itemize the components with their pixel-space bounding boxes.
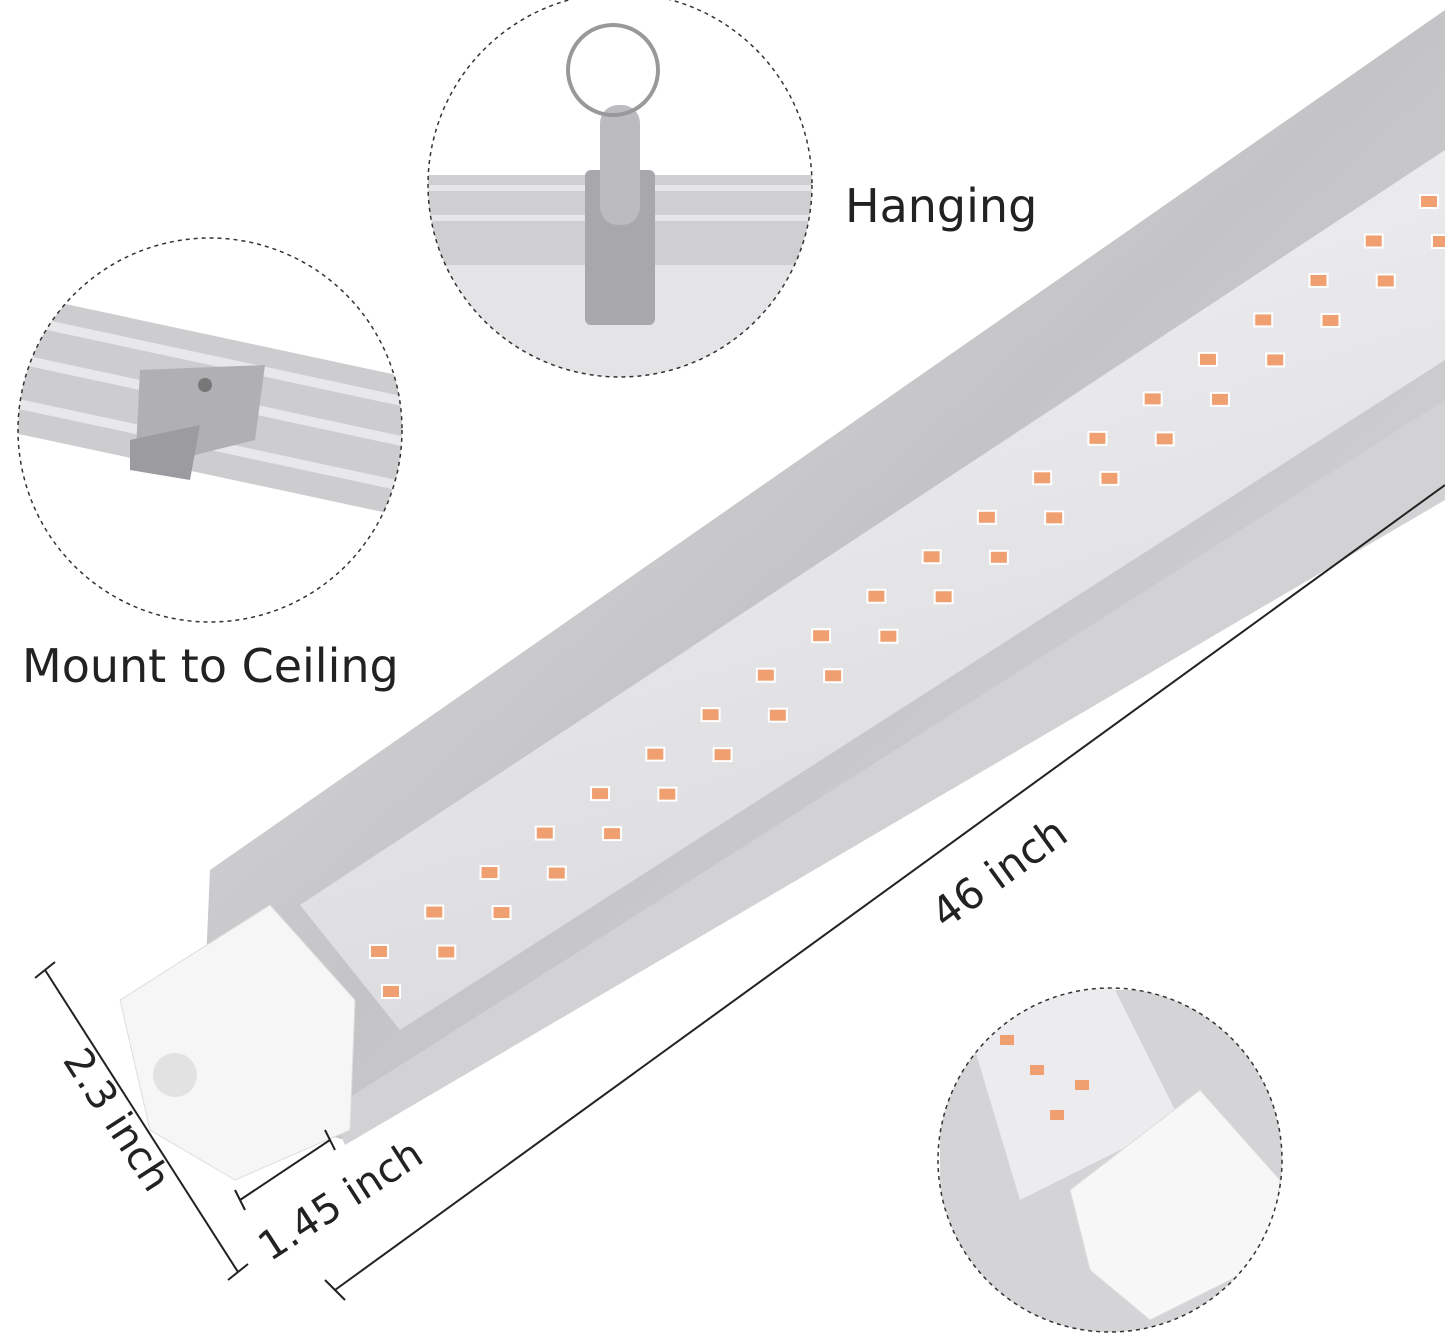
reflector-lower-face <box>330 400 1445 1145</box>
led-chip <box>369 944 389 959</box>
mount-to-ceiling-label: Mount to Ceiling <box>22 639 399 693</box>
ceiling-mount-detail <box>17 237 403 623</box>
led-chip <box>602 826 623 842</box>
led-chip <box>921 549 942 565</box>
hanging-label: Hanging <box>845 179 1037 233</box>
led-chip <box>1209 391 1230 407</box>
led-chip <box>1142 391 1163 407</box>
led-chip <box>712 747 733 763</box>
led-chip <box>479 865 500 881</box>
led-strip <box>369 194 1445 999</box>
led-chip <box>1099 470 1120 486</box>
led-chip <box>436 944 457 960</box>
led-chip <box>534 825 555 841</box>
led-chip <box>1363 233 1384 249</box>
led-chip <box>1431 234 1445 249</box>
led-chip <box>1197 351 1218 367</box>
hanging-detail <box>427 0 813 378</box>
led-chip <box>657 786 678 802</box>
led-chip <box>976 509 997 525</box>
led-chip <box>823 668 844 684</box>
led-chip <box>1154 431 1175 447</box>
led-chip <box>1253 312 1274 328</box>
led-chip <box>1265 352 1286 368</box>
led-chip <box>755 667 776 683</box>
end-cap-detail <box>937 987 1283 1333</box>
led-chip <box>866 588 887 604</box>
led-chip <box>590 786 611 802</box>
led-chip <box>1087 430 1108 446</box>
led-chip <box>1375 273 1396 289</box>
led-chip <box>700 707 721 723</box>
led-chip <box>767 707 788 723</box>
length-label: 46 inch <box>922 807 1076 938</box>
led-chip <box>645 746 666 762</box>
led-chip <box>546 865 567 881</box>
led-chip <box>988 549 1009 565</box>
end-cap <box>119 904 356 1181</box>
led-chip <box>878 628 899 644</box>
width-dimension <box>234 1129 336 1211</box>
led-chip <box>1419 194 1439 209</box>
led-chip <box>1044 510 1065 526</box>
led-chip <box>381 984 401 999</box>
led-chip <box>933 589 954 605</box>
end-cap-socket <box>153 1053 197 1097</box>
height-dimension <box>34 961 249 1281</box>
led-chip <box>491 905 512 921</box>
led-chip <box>811 628 832 644</box>
led-chip <box>1032 470 1053 486</box>
led-chip <box>424 904 445 920</box>
length-dimension <box>324 484 1445 1301</box>
led-tube <box>119 10 1445 1181</box>
led-chip <box>1308 272 1329 288</box>
led-chip <box>1320 312 1341 328</box>
